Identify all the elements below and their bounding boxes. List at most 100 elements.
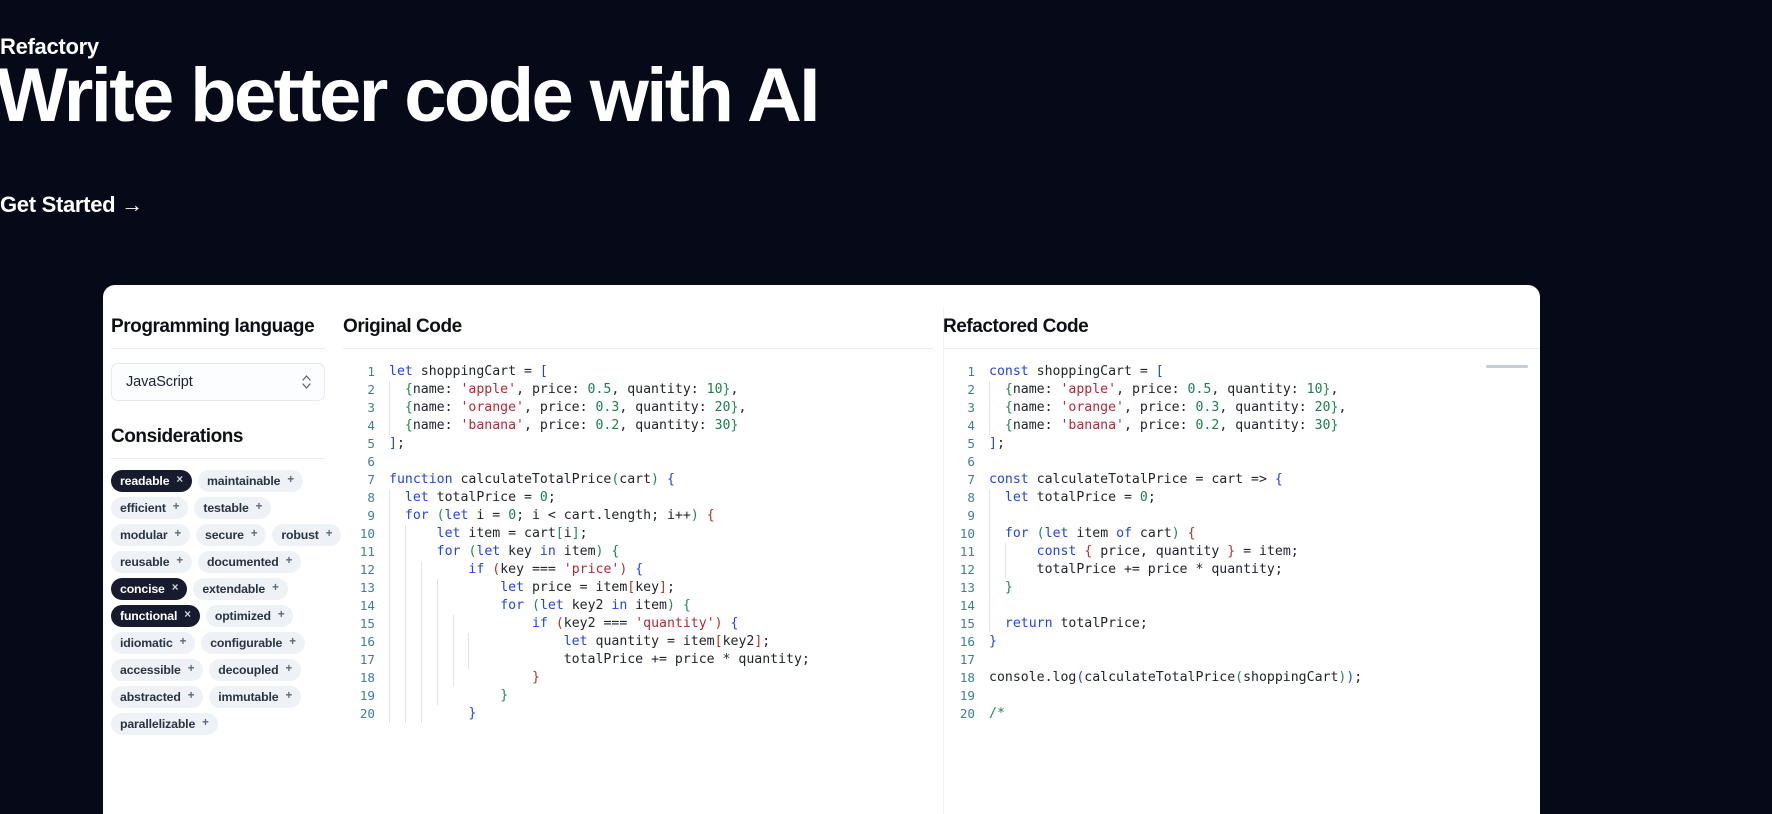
code-token: let	[500, 579, 525, 595]
code-token: }	[730, 399, 739, 415]
consideration-tag[interactable]: parallelizable +	[111, 712, 218, 735]
add-tag-icon[interactable]: +	[187, 662, 195, 675]
code-token: }	[468, 705, 477, 721]
code-token: 0.3	[1195, 399, 1220, 415]
horizontal-scrollbar[interactable]	[1486, 364, 1528, 368]
consideration-tag[interactable]: documented+	[197, 550, 302, 573]
consideration-tag[interactable]: immutable+	[209, 685, 302, 708]
consideration-tag-label: parallelizable	[120, 716, 196, 731]
consideration-tag[interactable]: accessible+	[111, 658, 204, 681]
add-tag-icon[interactable]: +	[255, 500, 263, 513]
code-line: 6	[343, 453, 933, 471]
code-token	[532, 490, 540, 505]
consideration-tag[interactable]: robust+	[272, 523, 342, 546]
add-tag-icon[interactable]: +	[272, 581, 279, 594]
consideration-tag[interactable]: reusable+	[111, 550, 192, 573]
add-tag-icon[interactable]: +	[174, 527, 182, 540]
add-tag-icon[interactable]: +	[176, 554, 183, 567]
code-token: cart	[619, 471, 652, 487]
code-token: 30	[714, 417, 731, 433]
add-tag-icon[interactable]: +	[179, 635, 187, 648]
add-tag-icon[interactable]: +	[187, 689, 195, 702]
indent-guide	[436, 686, 438, 705]
line-number: 17	[359, 651, 375, 667]
code-token: ,	[1338, 399, 1347, 415]
code-line-text: {name: 'banana', price: 0.2, quantity: 3…	[989, 416, 1338, 435]
consideration-tag[interactable]: abstracted+	[111, 685, 204, 708]
code-token: ;	[667, 579, 675, 595]
consideration-tag[interactable]: extendable+	[193, 577, 288, 600]
code-token: if	[531, 615, 548, 631]
add-tag-icon[interactable]: +	[277, 608, 285, 621]
code-line: 11 for (let key in item) {	[343, 542, 933, 561]
get-started-link[interactable]: Get Started →	[0, 192, 143, 217]
code-token: ;	[762, 633, 771, 649]
code-token: 30	[1314, 417, 1331, 433]
line-number: 4	[367, 417, 375, 433]
consideration-tag-label: optimized	[214, 608, 271, 623]
code-line-text: for (let key in item) {	[389, 542, 619, 561]
remove-tag-icon[interactable]: ×	[176, 473, 183, 486]
consideration-tag[interactable]: decoupled+	[209, 658, 302, 681]
consideration-tag-label: secure	[205, 527, 244, 542]
consideration-tag[interactable]: efficient +	[111, 496, 189, 519]
code-token: }	[730, 417, 739, 433]
line-number: 9	[367, 507, 375, 523]
add-tag-icon[interactable]: +	[325, 527, 333, 540]
add-tag-icon[interactable]: +	[285, 554, 293, 567]
add-tag-icon[interactable]: +	[285, 689, 293, 702]
add-tag-icon[interactable]: +	[289, 635, 296, 648]
code-line-text: let price = item[key];	[389, 578, 675, 597]
code-token	[675, 598, 683, 613]
code-token: {	[1004, 399, 1013, 415]
consideration-tag[interactable]: configurable+	[201, 631, 305, 654]
indent-guide	[389, 596, 390, 615]
indent-guide	[452, 668, 454, 687]
consideration-tag[interactable]: maintainable+	[197, 469, 303, 492]
indent-guide	[389, 704, 390, 723]
consideration-tag-label: concise	[120, 581, 165, 596]
remove-tag-icon[interactable]: ×	[184, 608, 191, 621]
code-token: =	[492, 507, 501, 523]
indent-guide	[436, 614, 438, 633]
add-tag-icon[interactable]: +	[287, 473, 294, 486]
code-token: )	[1338, 669, 1347, 685]
consideration-tag-label: efficient	[120, 500, 166, 515]
indent-guide	[989, 488, 990, 507]
code-line-text: ];	[989, 435, 1005, 453]
add-tag-icon[interactable]: +	[250, 527, 258, 540]
code-token: for	[436, 543, 461, 559]
consideration-tag[interactable]: concise ×	[111, 577, 188, 600]
code-token: in	[611, 597, 628, 613]
consideration-tag[interactable]: optimized +	[205, 604, 294, 627]
line-number: 12	[359, 561, 375, 577]
indent-guide	[404, 560, 406, 579]
code-token	[989, 580, 1005, 595]
consideration-tag[interactable]: idiomatic+	[111, 631, 196, 654]
code-token: let	[563, 633, 588, 649]
indent-guide	[389, 506, 390, 525]
code-token: }	[1004, 579, 1013, 595]
consideration-tag[interactable]: functional×	[111, 604, 200, 627]
code-token	[524, 598, 532, 613]
add-tag-icon[interactable]: +	[285, 662, 293, 675]
consideration-tag[interactable]: testable+	[194, 496, 272, 519]
language-select[interactable]: JavaScript	[111, 362, 325, 401]
code-token: [	[627, 579, 636, 595]
line-number: 3	[967, 399, 975, 415]
consideration-tag[interactable]: secure +	[196, 523, 267, 546]
code-token	[989, 400, 1005, 415]
code-token: price, quantity	[1092, 543, 1228, 559]
consideration-tag[interactable]: readable×	[111, 469, 192, 492]
remove-tag-icon[interactable]: ×	[171, 581, 179, 594]
consideration-tag[interactable]: modular+	[111, 523, 191, 546]
add-tag-icon[interactable]: +	[202, 716, 209, 729]
code-token: let	[436, 525, 461, 541]
code-token	[421, 562, 469, 577]
code-token: let	[404, 489, 429, 505]
add-tag-icon[interactable]: +	[172, 500, 180, 513]
